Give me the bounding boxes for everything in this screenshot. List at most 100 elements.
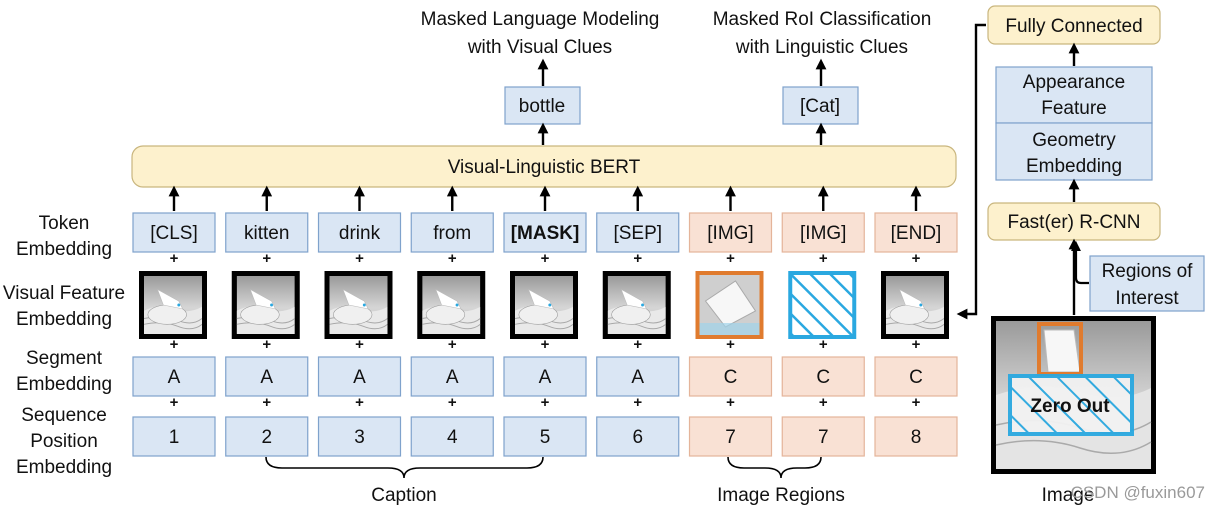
embedding-column: from+++A4 [410,185,494,457]
caption-brace [265,456,544,479]
position-embedding-box [874,416,958,457]
plus-sign: + [355,250,364,267]
plus-sign: + [541,250,550,267]
appearance-label-2: Feature [1041,98,1106,119]
fc-to-visual-arrow [956,23,986,320]
plus-sign: + [262,394,271,411]
plus-sign: + [726,336,735,353]
fully-connected-label: Fully Connected [1005,16,1142,37]
segment-embedding-text: A [446,367,459,388]
position-embedding-box [132,416,216,457]
plus-sign: + [448,336,457,353]
regions-of-interest-box [1089,255,1205,312]
token-embedding-text: [SEP] [613,223,662,244]
token-embedding-text: from [433,223,471,244]
plus-sign: + [448,394,457,411]
mrc-title-line1: Masked RoI Classification [713,9,932,30]
appearance-feature-box [995,66,1153,124]
segment-embedding-box [132,356,216,397]
plus-sign: + [355,336,364,353]
watermark: CSDN @fuxin607 [1071,483,1205,502]
token-embedding-box [132,212,216,253]
bottle-crop [704,280,757,328]
segment-embedding-text: C [909,367,923,388]
visual-feature-thumbnail [144,276,202,334]
plus-sign: + [819,250,828,267]
mrc-output-box [782,86,859,125]
segment-embedding-text: C [816,367,830,388]
plus-sign: + [819,394,828,411]
plus-sign: + [633,336,642,353]
plus-sign: + [262,336,271,353]
masked-hatch [792,275,853,335]
token-embedding-box [410,212,494,253]
mrc-title-line2: with Linguistic Clues [735,37,908,58]
token-embedding-box [688,212,773,253]
token-embedding-box [503,212,587,253]
token-embedding-text: [CLS] [150,223,198,244]
position-embedding-text: 6 [632,427,643,448]
token-embedding-box [596,212,680,253]
rcnn-label: Fast(er) R-CNN [1008,212,1141,233]
embedding-column: drink+++A3 [317,185,402,457]
position-embedding-box [781,416,865,457]
embedding-column: [CLS]+++A1 [132,185,216,457]
row-label-sequence-1: Sequence [21,405,107,426]
visual-feature-thumbnail [607,276,666,334]
mrc-output-token: [Cat] [800,96,840,117]
roi-to-rcnn-arrow [1071,241,1089,285]
geometry-label-2: Embedding [1026,156,1122,177]
position-embedding-box [503,416,587,457]
position-embedding-box [317,416,402,457]
regions-label-1: Regions of [1102,261,1194,282]
token-embedding-box [225,212,309,253]
position-embedding-box [596,416,680,457]
visual-feature-thumbnail [515,276,573,334]
segment-embedding-box [503,356,587,397]
row-label-visual-1: Visual Feature [3,283,125,304]
token-embedding-text: [IMG] [800,223,846,244]
position-embedding-text: 5 [540,427,551,448]
zero-out-region [1008,374,1134,436]
mlm-title-line2: with Visual Clues [467,37,612,58]
position-embedding-text: 1 [169,427,180,448]
position-embedding-text: 4 [447,427,458,448]
mlm-output-token: bottle [519,96,565,117]
embedding-column: kitten+++A2 [225,185,309,457]
position-embedding-box [410,416,494,457]
token-embedding-text: [END] [891,223,942,244]
plus-sign: + [633,394,642,411]
visual-feature-thumbnail [236,276,295,334]
caption-label: Caption [371,485,437,506]
token-embedding-text: [IMG] [707,223,753,244]
plus-sign: + [726,394,735,411]
geometry-embedding-box [995,122,1153,181]
segment-embedding-box [225,356,309,397]
embedding-columns: [CLS]+++A1kitten+++A2drink+++A3from+++A4… [132,185,958,457]
position-embedding-box [225,416,309,457]
token-embedding-text: [MASK] [511,223,580,244]
embedding-column: [IMG]+++C7 [781,185,865,457]
image-regions-brace [727,456,822,479]
row-label-token-2: Embedding [16,239,112,260]
mlm-output-box [504,86,581,125]
plus-sign: + [262,250,271,267]
segment-embedding-text: C [724,367,738,388]
segment-embedding-text: A [260,367,273,388]
plus-sign: + [170,250,179,267]
segment-embedding-box [781,356,865,397]
token-embedding-text: drink [339,223,381,244]
token-embedding-box [317,212,402,253]
image-label: Image [1042,485,1095,506]
row-label-sequence-3: Embedding [16,457,112,478]
position-embedding-text: 7 [725,427,736,448]
row-label-token-1: Token [39,213,90,234]
geometry-label-1: Geometry [1032,130,1116,151]
segment-embedding-text: A [353,367,366,388]
plus-sign: + [170,394,179,411]
plus-sign: + [541,336,550,353]
visual-feature-thumbnail [329,276,388,334]
plus-sign: + [912,394,921,411]
embedding-column: [MASK]+++A5 [503,185,587,457]
